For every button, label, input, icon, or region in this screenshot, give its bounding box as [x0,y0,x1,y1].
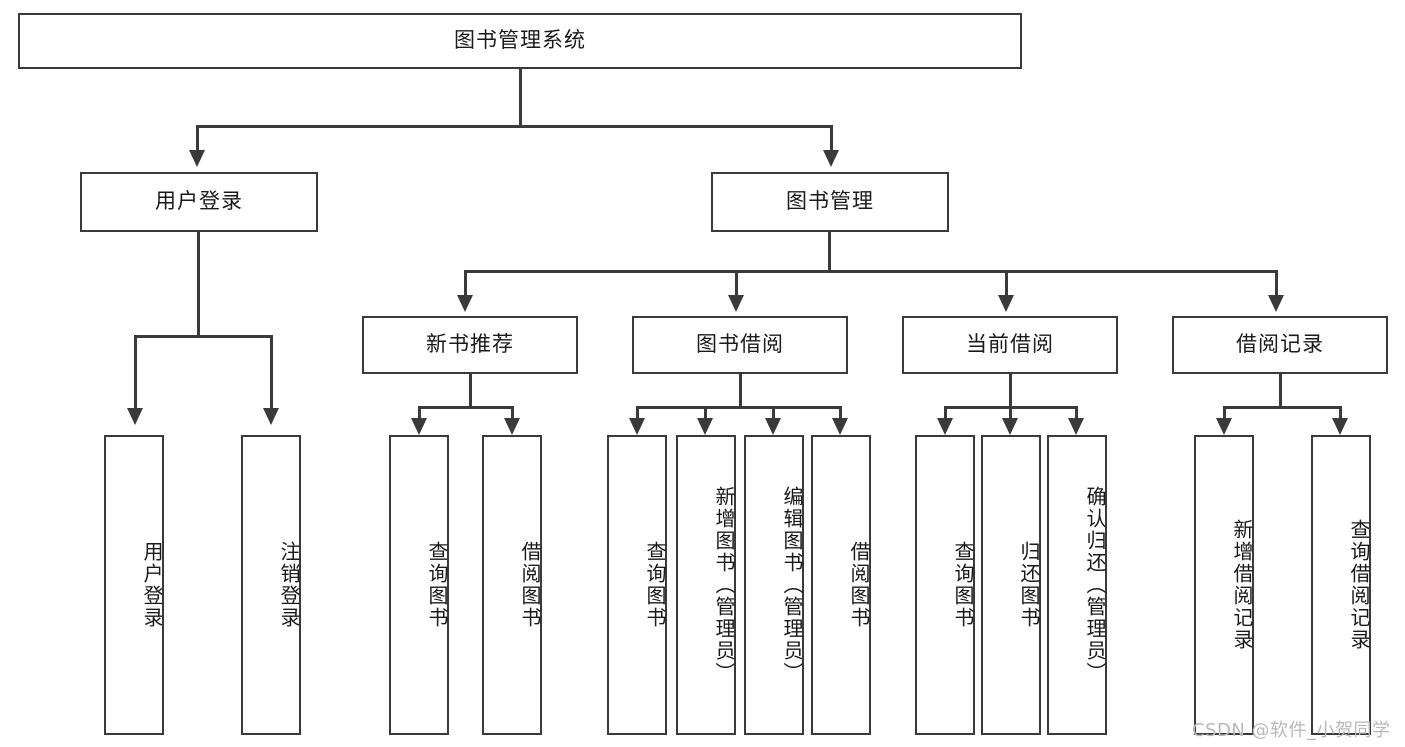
node-label: 借阅记录 [1236,332,1324,357]
node-book-management[interactable]: 图书管理 [711,172,949,232]
connector-root-stem [519,69,522,125]
connector-book-borrow-stem [739,374,742,406]
node-user-login[interactable]: 用户登录 [80,172,318,232]
node-label: 查询图书 [951,541,975,629]
leaf-user-login-logout[interactable]: 注销登录 [241,435,301,735]
connector-new-book-to-leaf-1 [418,406,421,418]
connector-new-book-stem [469,374,472,406]
node-label: 当前借阅 [966,332,1054,357]
node-label: 查询图书 [425,541,449,629]
node-book-borrow[interactable]: 图书借阅 [632,316,848,374]
node-label: 归还图书 [1017,541,1041,629]
arrowhead-root-to-book-management [823,150,839,167]
connector-new-book-bus [418,406,514,409]
node-root-book-management-system[interactable]: 图书管理系统 [18,13,1022,69]
connector-user-login-to-leaf-1 [134,335,137,408]
node-label: 图书借阅 [696,332,784,357]
connector-borrow-record-bus [1223,406,1342,409]
leaf-current-borrow-query-book[interactable]: 查询图书 [915,435,975,735]
connector-book-borrow-to-leaf-4 [839,406,842,418]
arrowhead-bm-to-book-borrow [728,295,744,312]
connector-book-management-stem [828,232,831,271]
connector-book-borrow-bus [636,406,841,409]
arrowhead-new-book-leaf-2 [504,418,520,435]
arrowhead-current-borrow-leaf-1 [937,418,953,435]
connector-book-borrow-to-leaf-2 [704,406,707,418]
connector-borrow-record-to-leaf-1 [1223,406,1226,418]
arrowhead-bm-to-current-borrow [998,295,1014,312]
arrowhead-user-login-leaf-2 [263,408,279,425]
connector-borrow-record-stem [1279,374,1282,406]
arrowhead-book-borrow-leaf-4 [832,418,848,435]
node-label: 确认归还（管理员） [1083,486,1107,684]
arrowhead-root-to-user-login [189,150,205,167]
node-current-borrow[interactable]: 当前借阅 [902,316,1118,374]
leaf-user-login-login[interactable]: 用户登录 [104,435,164,735]
connector-current-borrow-to-leaf-1 [944,406,947,418]
connector-book-borrow-to-leaf-3 [772,406,775,418]
node-label: 查询借阅记录 [1347,519,1371,651]
connector-root-bus [196,125,833,128]
leaf-current-borrow-return-book[interactable]: 归还图书 [981,435,1041,735]
arrowhead-new-book-leaf-1 [411,418,427,435]
arrowhead-borrow-record-leaf-2 [1332,418,1348,435]
node-label: 用户登录 [140,541,164,629]
connector-book-management-bus [464,270,1278,273]
node-label: 新书推荐 [426,332,514,357]
node-label: 新增借阅记录 [1230,519,1254,651]
node-label: 注销登录 [277,541,301,629]
arrowhead-bm-to-new-book [457,295,473,312]
connector-current-borrow-stem [1009,374,1012,406]
connector-current-borrow-to-leaf-3 [1075,406,1078,418]
node-label: 图书管理系统 [454,28,586,53]
arrowhead-current-borrow-leaf-3 [1068,418,1084,435]
leaf-current-borrow-confirm-return-admin[interactable]: 确认归还（管理员） [1047,435,1107,735]
node-borrow-record[interactable]: 借阅记录 [1172,316,1388,374]
leaf-book-borrow-query-book[interactable]: 查询图书 [607,435,667,735]
node-label: 图书管理 [786,189,874,214]
connector-user-login-stem [197,232,200,335]
leaf-book-borrow-add-book-admin[interactable]: 新增图书（管理员） [676,435,736,735]
connector-user-login-bus [134,335,273,338]
arrowhead-book-borrow-leaf-1 [629,418,645,435]
node-label: 查询图书 [643,541,667,629]
leaf-book-borrow-edit-book-admin[interactable]: 编辑图书（管理员） [744,435,804,735]
node-label: 借阅图书 [518,541,542,629]
connector-borrow-record-to-leaf-2 [1339,406,1342,418]
leaf-borrow-record-query-record[interactable]: 查询借阅记录 [1311,435,1371,735]
connector-user-login-to-leaf-2 [270,335,273,408]
connector-book-borrow-to-leaf-1 [636,406,639,418]
node-label: 借阅图书 [847,541,871,629]
node-new-book-recommend[interactable]: 新书推荐 [362,316,578,374]
leaf-book-borrow-borrow-book[interactable]: 借阅图书 [811,435,871,735]
connector-bm-to-new-book [464,270,467,295]
node-label: 新增图书（管理员） [712,486,736,684]
connector-bm-to-current-borrow [1005,270,1008,295]
connector-new-book-to-leaf-2 [511,406,514,418]
arrowhead-borrow-record-leaf-1 [1216,418,1232,435]
connector-current-borrow-to-leaf-2 [1009,406,1012,418]
arrowhead-book-borrow-leaf-2 [697,418,713,435]
connector-bm-to-borrow-record [1275,270,1278,295]
arrowhead-user-login-leaf-1 [127,408,143,425]
connector-root-to-user-login [196,125,199,150]
leaf-borrow-record-add-record[interactable]: 新增借阅记录 [1194,435,1254,735]
connector-root-to-book-management [830,125,833,150]
arrowhead-book-borrow-leaf-3 [765,418,781,435]
node-label: 用户登录 [155,189,243,214]
node-label: 编辑图书（管理员） [780,486,804,684]
arrowhead-current-borrow-leaf-2 [1002,418,1018,435]
arrowhead-bm-to-borrow-record [1268,295,1284,312]
connector-bm-to-book-borrow [735,270,738,295]
leaf-new-book-borrow-book[interactable]: 借阅图书 [482,435,542,735]
leaf-new-book-query-book[interactable]: 查询图书 [389,435,449,735]
